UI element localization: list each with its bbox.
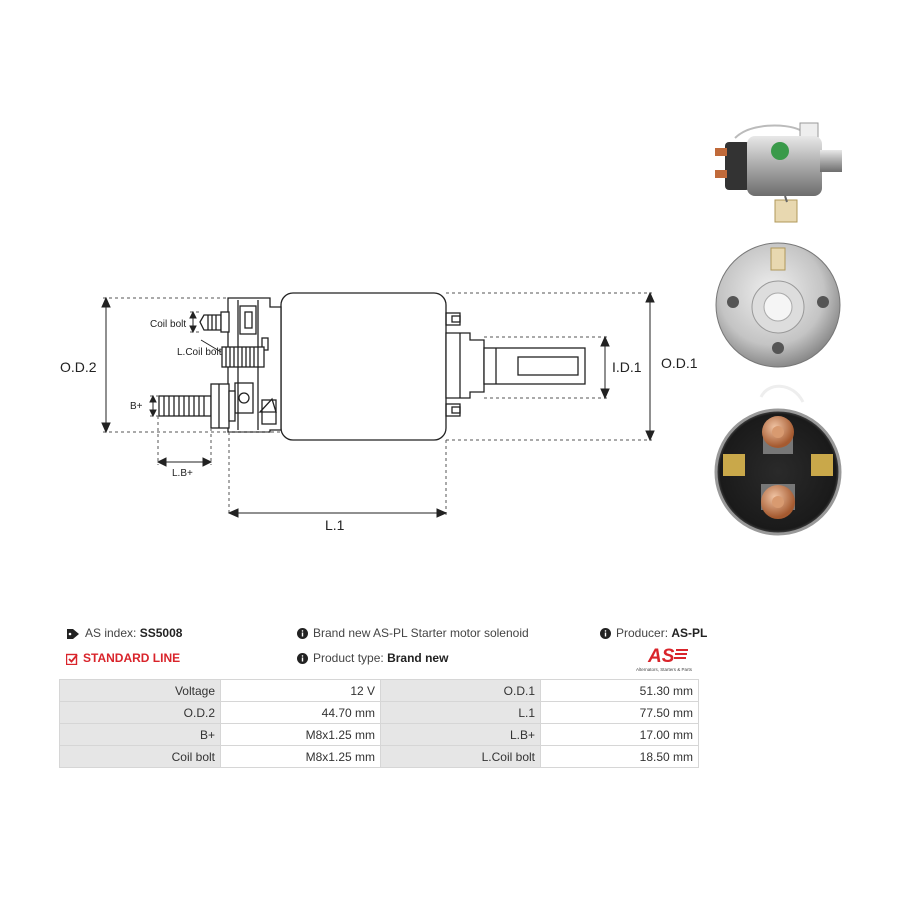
producer-label: Producer:	[616, 626, 669, 640]
coil-bolt-thread	[221, 346, 265, 368]
spec-value: 17.00 mm	[540, 723, 699, 746]
plunger	[483, 347, 586, 385]
spec-label: B+	[59, 723, 221, 746]
spec-label: O.D.1	[380, 679, 541, 702]
spec-label: O.D.2	[59, 701, 221, 724]
label-coil-bolt: Coil bolt	[150, 319, 186, 330]
producer-value: AS-PL	[671, 626, 708, 640]
tag-icon	[67, 628, 79, 639]
as-index-value: SS5008	[139, 626, 183, 640]
producer-row: Producer: AS-PL	[600, 626, 707, 640]
as-pl-logo: AS Alternators, Starters & Parts	[636, 646, 693, 672]
spec-value: 51.30 mm	[540, 679, 699, 702]
label-b-plus: B+	[130, 401, 143, 412]
solenoid-side-photo	[715, 122, 842, 223]
solenoid-rear-photo	[715, 242, 841, 368]
spec-value: M8x1.25 mm	[220, 723, 381, 746]
label-id1: I.D.1	[612, 359, 642, 375]
label-l-coil-bolt: L.Coil bolt	[177, 347, 222, 358]
info-icon	[297, 653, 308, 665]
solenoid-body	[280, 292, 447, 441]
svg-text:AS: AS	[647, 646, 675, 667]
spec-value: 44.70 mm	[220, 701, 381, 724]
spec-label: Voltage	[59, 679, 221, 702]
checkbox-icon	[66, 653, 78, 665]
product-type-value: Brand new	[387, 651, 449, 665]
spec-value: 77.50 mm	[540, 701, 699, 724]
label-l-b-plus: L.B+	[172, 468, 193, 479]
coil-bolt	[199, 311, 230, 333]
description-text: Brand new AS-PL Starter motor solenoid	[313, 626, 529, 640]
label-l1: L.1	[325, 517, 345, 533]
svg-text:Alternators, Starters & Parts: Alternators, Starters & Parts	[636, 667, 693, 672]
description-row: Brand new AS-PL Starter motor solenoid	[297, 626, 529, 640]
spec-label: Coil bolt	[59, 745, 221, 768]
spec-label: L.1	[380, 701, 541, 724]
plunger-housing	[445, 332, 485, 399]
product-type-label: Product type:	[313, 651, 384, 665]
info-icon	[600, 628, 611, 640]
spec-value: 12 V	[220, 679, 381, 702]
label-od1: O.D.1	[661, 355, 698, 371]
as-index-label: AS index:	[85, 626, 137, 640]
spec-value: M8x1.25 mm	[220, 745, 381, 768]
solenoid-dimension-drawing: Coil bolt L.Coil bolt B+ L.B+ O.D.2 O.D.…	[60, 291, 698, 533]
spec-label: L.Coil bolt	[380, 745, 541, 768]
solenoid-terminal-photo	[714, 384, 842, 536]
as-index-row: AS index: SS5008	[66, 626, 182, 640]
info-icon	[297, 628, 308, 640]
product-type-row: Product type: Brand new	[297, 651, 448, 665]
label-od2: O.D.2	[60, 359, 97, 375]
spec-label: L.B+	[380, 723, 541, 746]
standard-line-row: STANDARD LINE	[66, 651, 180, 665]
b-plus-bolt	[158, 383, 236, 429]
standard-line-label: STANDARD LINE	[83, 651, 181, 665]
spec-value: 18.50 mm	[540, 745, 699, 768]
